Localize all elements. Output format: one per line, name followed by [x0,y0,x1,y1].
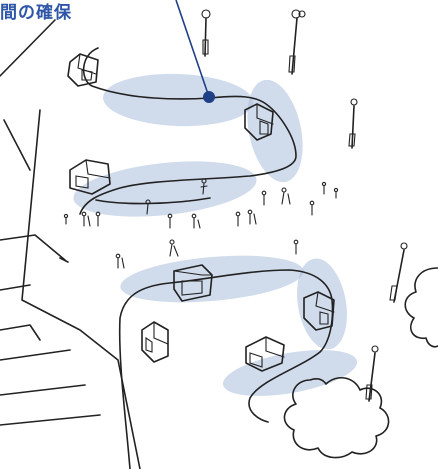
street-lamp-icon [349,99,357,148]
pedestrian-icon [310,201,314,215]
street-lamp-icon [366,346,378,401]
highlight-upper-bottom [71,154,259,225]
street-lamp-icon [289,10,305,74]
marker-dot-icon [203,91,215,103]
pedestrian-icon [282,188,290,204]
pedestrian-icon [236,212,240,226]
highlight-lower-bottom [220,341,361,404]
pedestrian-icon [170,240,178,256]
pedestrian-icon [248,210,256,224]
highlight-upper-top [102,71,254,128]
street-lamp-icon [390,243,407,302]
street-lamp-icon [202,10,210,56]
pedestrian-icon [322,182,325,194]
gondola-cabin-icon [68,54,98,86]
street-lamps [202,10,407,401]
gondola-cabin-icon [142,322,168,362]
pedestrian-icon [262,191,266,205]
pedestrian-icon [64,214,67,224]
pedestrian-icon [334,188,337,198]
pedestrian-icon [168,214,172,228]
tree-icon [405,268,438,347]
pedestrian-icon [294,240,298,254]
pedestrian-icon [192,214,200,228]
pedestrian-icon [82,212,90,226]
pedestrian-icon [116,254,124,268]
pedestrian-icon [96,212,100,226]
highlight-upper-right [239,75,311,188]
